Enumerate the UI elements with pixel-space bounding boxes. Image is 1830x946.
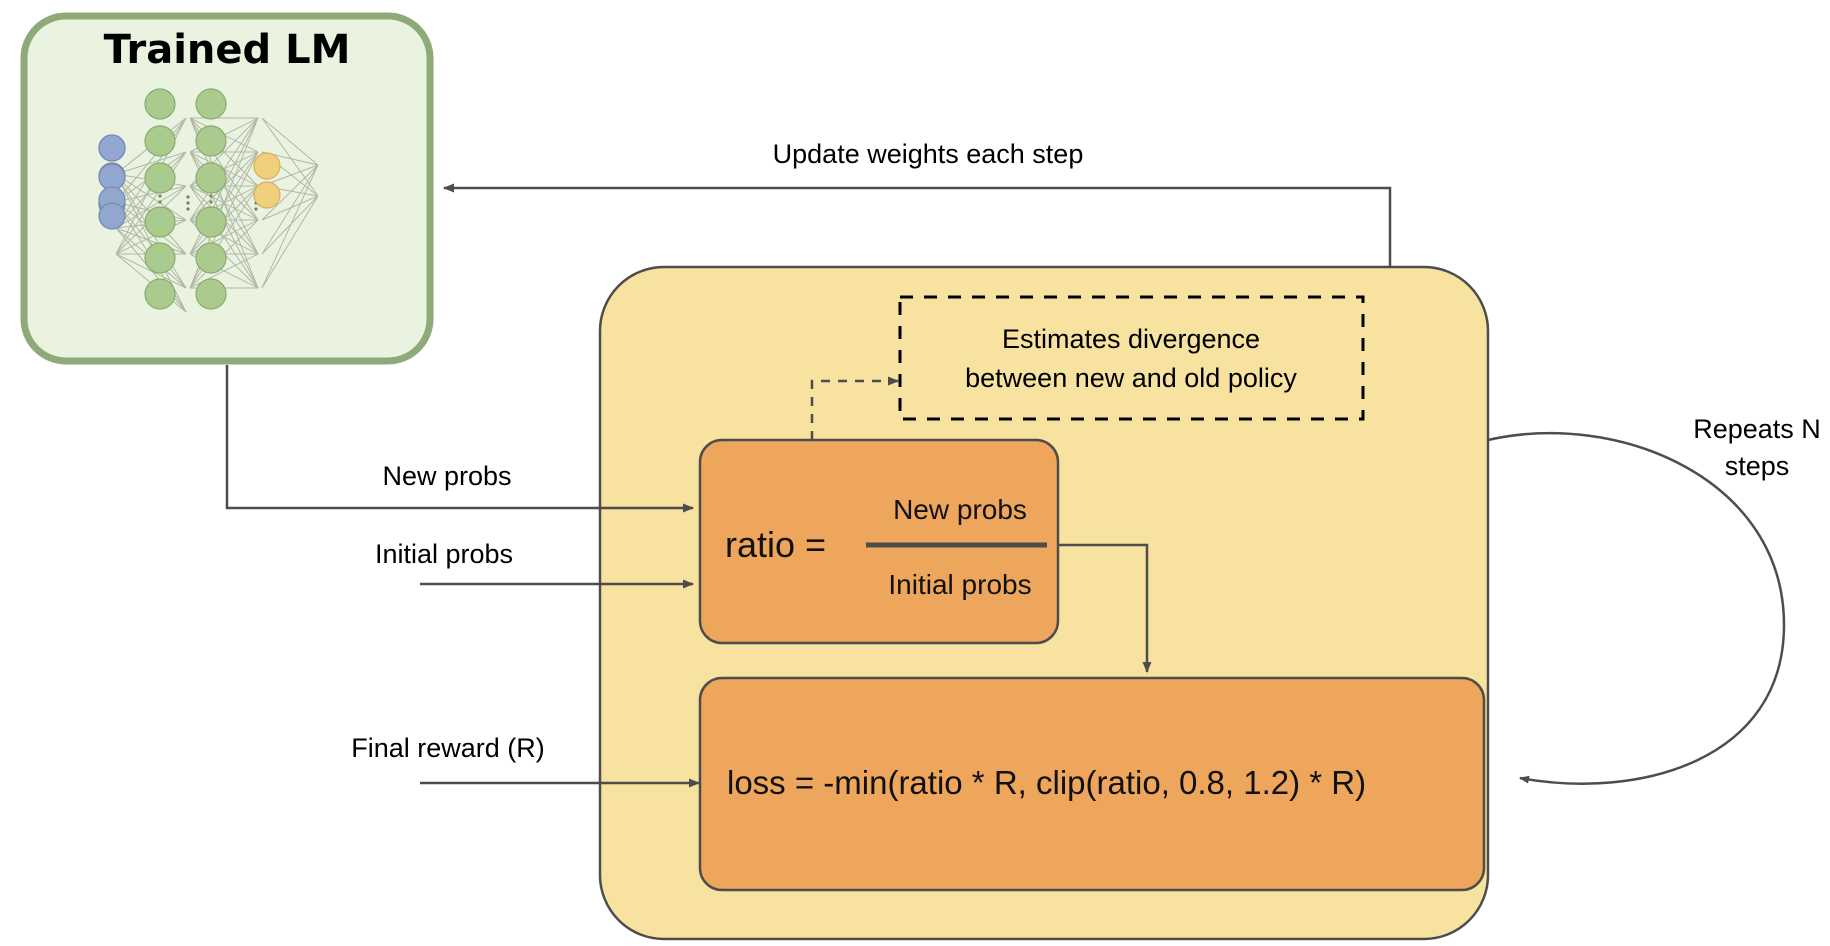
edge-label-final-reward: Final reward (R) — [351, 733, 545, 763]
kl-note-box — [898, 295, 1365, 421]
trained-lm-title: Trained LM — [104, 27, 351, 73]
edge-update-weights — [443, 183, 1392, 267]
kl-note-line2: between new and old policy — [965, 363, 1297, 393]
ratio-numerator: New probs — [893, 494, 1027, 525]
edge-label-initial-probs: Initial probs — [375, 539, 513, 569]
edge-new-probs — [225, 365, 694, 513]
edge-label-repeats-line2: steps — [1725, 451, 1790, 481]
ratio-box[interactable] — [698, 438, 1060, 645]
ratio-lhs: ratio = — [725, 524, 826, 565]
edge-label-repeats-line1: Repeats N — [1693, 414, 1821, 444]
edge-kl-divergence — [810, 376, 899, 440]
loss-expression: loss = -min(ratio * R, clip(ratio, 0.8, … — [727, 764, 1366, 801]
loss-box[interactable] — [698, 676, 1486, 892]
edge-repeats-loop — [1487, 431, 1786, 785]
edge-label-update-weights: Update weights each step — [773, 139, 1084, 169]
edge-label-new-probs: New probs — [382, 461, 511, 491]
neural-network-icon — [98, 88, 319, 313]
edge-ratio-to-loss — [1058, 543, 1152, 673]
ratio-denominator: Initial probs — [888, 569, 1031, 600]
kl-note-line1: Estimates divergence — [1002, 324, 1260, 354]
